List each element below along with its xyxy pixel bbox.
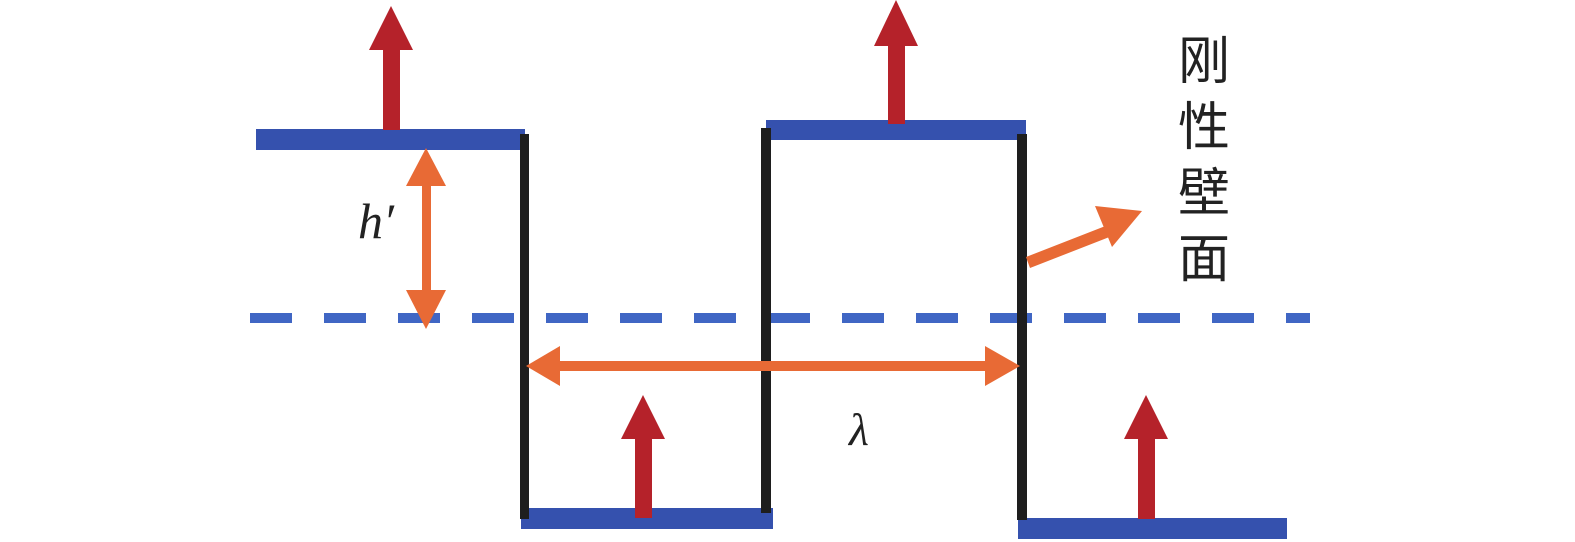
wall-pointer-arrow — [1026, 206, 1142, 268]
height-label: h′ — [358, 193, 395, 249]
rigid-wall-char-3: 壁 — [1178, 164, 1230, 224]
wavelength-dimension-arrow — [526, 346, 1020, 386]
velocity-arrow-2 — [874, 0, 918, 124]
upper-plate-right — [766, 120, 1026, 140]
upper-plate-left — [256, 129, 525, 150]
rigid-wall-label: 刚 性 壁 面 — [1178, 32, 1230, 290]
rigid-wall-char-2: 性 — [1178, 98, 1230, 158]
velocity-arrow-1 — [369, 6, 413, 130]
velocity-arrow-4 — [1124, 395, 1168, 519]
rigid-wall-char-1: 刚 — [1178, 32, 1230, 92]
height-dimension-arrow — [406, 148, 446, 329]
lower-plate-right — [1018, 518, 1287, 539]
wavelength-label: λ — [847, 404, 869, 455]
velocity-arrow-3 — [621, 395, 665, 518]
lower-plate-middle — [521, 508, 773, 529]
rigid-wall-2 — [761, 128, 771, 513]
rigid-wall-1 — [520, 134, 529, 519]
rigid-wall-char-4: 面 — [1178, 230, 1230, 290]
rigid-wall-3 — [1017, 134, 1027, 520]
